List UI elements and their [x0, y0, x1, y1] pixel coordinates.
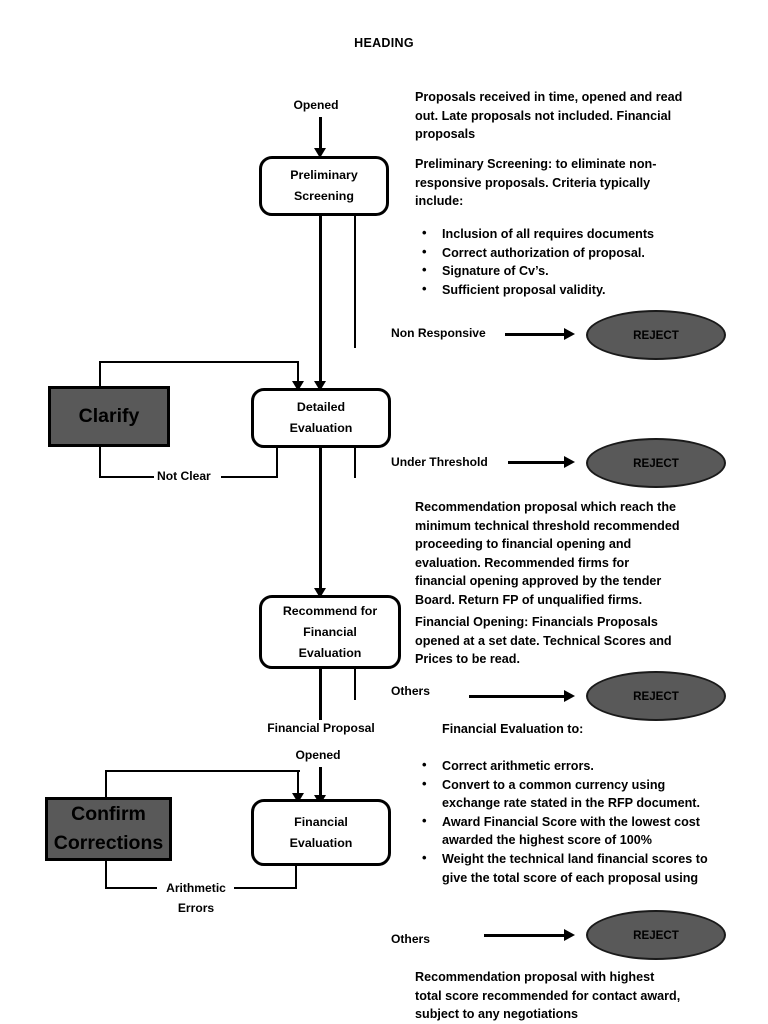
- gray-box-label-line2: Corrections: [53, 832, 164, 854]
- terminator-reject-others-financial-evaluation[interactable]: REJECT: [586, 910, 726, 960]
- edge-label-financial-proposal: Financial Proposal: [254, 721, 388, 735]
- connector-not-clear-down: [276, 448, 278, 478]
- connector-confirm-loop-left-up: [105, 770, 107, 800]
- connector-not-clear-up-to-clarify: [99, 447, 101, 478]
- process-box-financial-evaluation[interactable]: Financial Evaluation: [251, 799, 391, 866]
- terminator-label: REJECT: [633, 689, 679, 703]
- edge-label-arithmetic-errors-line1: Arithmetic: [160, 881, 232, 895]
- connector-confirm-loop-top: [105, 770, 300, 772]
- bullet-list-financial-evaluation-criteria: Correct arithmetic errors. Convert to a …: [415, 756, 714, 887]
- connector-arithmetic-up-to-confirm: [105, 860, 107, 889]
- bullet-list-screening-criteria: Inclusion of all requires documents Corr…: [415, 224, 714, 300]
- connector-clarify-loop-top: [99, 361, 299, 363]
- edge-label-opened-financial: Opened: [286, 748, 350, 762]
- edge-label-arithmetic-errors-line2: Errors: [160, 901, 232, 915]
- connector-not-clear-right-seg: [221, 476, 278, 478]
- arrowhead-right-icon: [564, 929, 575, 941]
- list-item: Inclusion of all requires documents: [422, 224, 714, 244]
- process-label-line2: Screening: [294, 189, 354, 203]
- connector-detailed-under-threshold: [354, 448, 356, 478]
- connector-non-responsive-to-reject: [505, 333, 567, 336]
- list-item: Correct authorization of proposal.: [422, 243, 714, 263]
- connector-arithmetic-down: [295, 863, 297, 889]
- process-label-line2: Evaluation: [289, 421, 353, 435]
- edge-label-others-financial-opening: Others: [391, 684, 430, 698]
- edge-label-under-threshold: Under Threshold: [391, 455, 488, 469]
- arrowhead-down-icon: [292, 793, 304, 803]
- note-financial-evaluation-lead: Financial Evaluation to:: [442, 722, 584, 736]
- edge-label-others-financial-evaluation: Others: [391, 932, 430, 946]
- edge-label-not-clear: Not Clear: [157, 469, 211, 483]
- connector-clarify-loop-left-up: [99, 361, 101, 389]
- arrowhead-right-icon: [564, 328, 575, 340]
- list-item: Weight the technical land financial scor…: [422, 849, 714, 887]
- connector-arithmetic-right-seg: [234, 887, 297, 889]
- process-label-line1: Detailed: [296, 400, 346, 414]
- terminator-label: REJECT: [633, 456, 679, 470]
- arrowhead-down-icon: [292, 381, 304, 391]
- connector-screening-non-responsive: [354, 216, 356, 348]
- process-box-detailed-evaluation[interactable]: Detailed Evaluation: [251, 388, 391, 448]
- process-label-line2: Evaluation: [289, 835, 353, 850]
- edge-label-non-responsive: Non Responsive: [391, 326, 486, 340]
- arrowhead-down-icon: [314, 588, 326, 598]
- gray-box-label-line1: Clarify: [78, 405, 140, 427]
- list-item: Convert to a common currency using excha…: [422, 775, 714, 813]
- note-financial-opening: Financial Opening: Financials Proposals …: [415, 615, 672, 667]
- gray-box-label-line1: Confirm: [71, 803, 146, 825]
- process-label-line1: Preliminary: [290, 168, 358, 182]
- connector-opened-to-financial-eval: [319, 767, 322, 799]
- note-recommendation-award: Recommendation proposal with highest tot…: [415, 970, 681, 1022]
- list-item: Correct arithmetic errors.: [422, 756, 714, 776]
- arrowhead-right-icon: [564, 690, 575, 702]
- list-item: Award Financial Score with the lowest co…: [422, 812, 714, 850]
- terminator-label: REJECT: [633, 328, 679, 342]
- gray-box-confirm-corrections[interactable]: Confirm Corrections: [45, 797, 172, 861]
- connector-not-clear-left-seg: [99, 476, 154, 478]
- connector-under-threshold-to-reject: [508, 461, 567, 464]
- list-item: Signature of Cv’s.: [422, 261, 714, 281]
- terminator-reject-non-responsive[interactable]: REJECT: [586, 310, 726, 360]
- process-label-line3: Evaluation: [298, 645, 362, 660]
- note-recommendation-technical: Recommendation proposal which reach the …: [415, 500, 680, 607]
- arrowhead-down-icon: [314, 148, 326, 158]
- process-label-line1: Financial: [294, 814, 348, 829]
- connector-screening-to-detailed: [319, 216, 322, 384]
- edge-label-opened-top: Opened: [286, 98, 346, 112]
- arrowhead-right-icon: [564, 456, 575, 468]
- terminator-reject-under-threshold[interactable]: REJECT: [586, 438, 726, 488]
- connector-confirm-loop-down: [297, 770, 299, 795]
- page-title: HEADING: [354, 36, 414, 50]
- process-box-recommend-financial-evaluation[interactable]: Recommend for Financial Evaluation: [259, 595, 401, 669]
- gray-box-clarify[interactable]: Clarify: [48, 386, 170, 447]
- connector-clarify-loop-down: [297, 361, 299, 383]
- arrowhead-down-icon: [314, 381, 326, 391]
- note-preliminary-screening: Preliminary Screening: to eliminate non-…: [415, 157, 657, 209]
- connector-recommend-others: [354, 669, 356, 700]
- connector-detailed-to-recommend: [319, 448, 322, 591]
- note-opening: Proposals received in time, opened and r…: [415, 90, 683, 142]
- connector-opened-to-screening: [319, 117, 322, 151]
- terminator-reject-others-financial-opening[interactable]: REJECT: [586, 671, 726, 721]
- connector-arithmetic-left-seg: [105, 887, 157, 889]
- connector-others-to-reject-opening: [469, 695, 567, 698]
- connector-recommend-down: [319, 669, 322, 720]
- connector-others-to-reject-evaluation: [484, 934, 567, 937]
- process-label-line1: Recommend for: [282, 603, 378, 618]
- terminator-label: REJECT: [633, 928, 679, 942]
- list-item: Sufficient proposal validity.: [422, 280, 714, 300]
- process-label-line2: Financial: [303, 624, 357, 639]
- process-box-preliminary-screening[interactable]: Preliminary Screening: [259, 156, 389, 216]
